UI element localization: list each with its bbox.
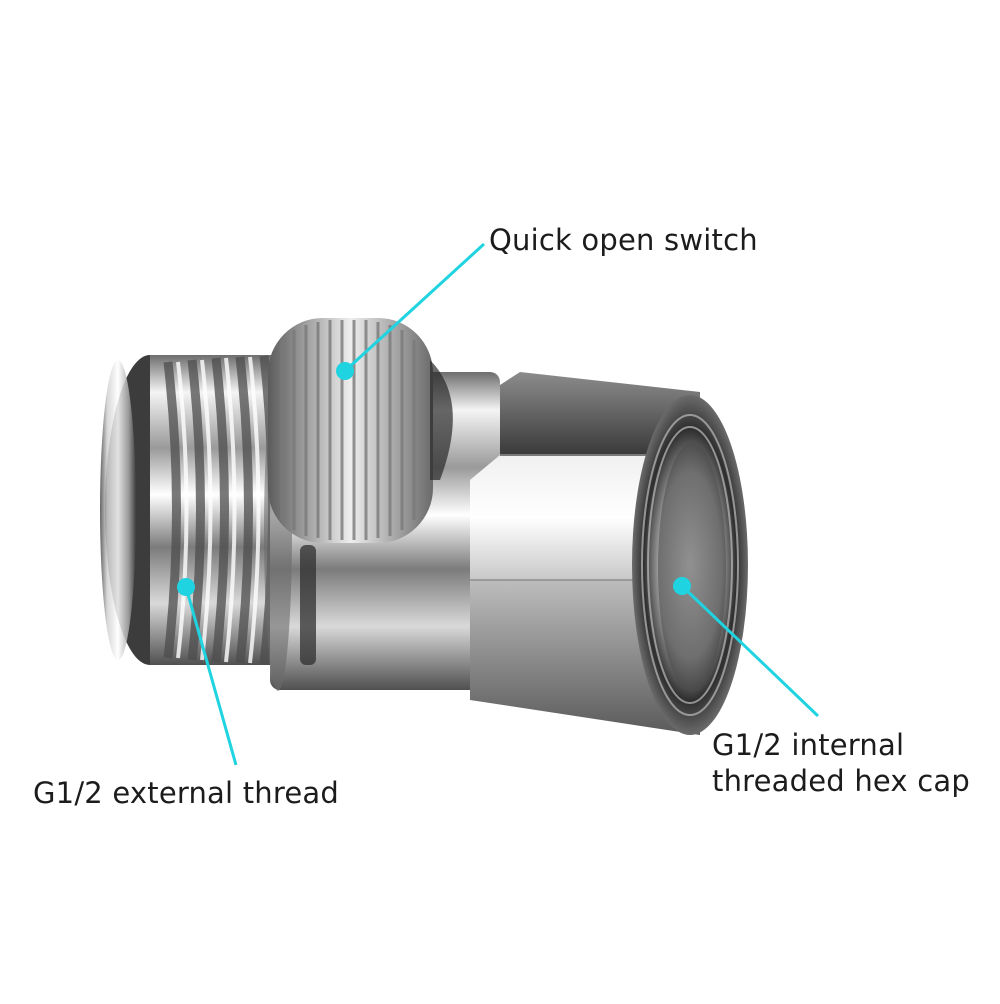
quick-open-switch-knob	[268, 318, 453, 543]
external-thread-body	[100, 355, 280, 665]
internal-hex-cap-label: G1/2 internal threaded hex cap	[712, 728, 970, 798]
callout-external-dot	[177, 578, 195, 596]
hex-cap	[470, 372, 748, 735]
callout-internal-pointer	[673, 577, 820, 718]
callout-switch-pointer	[336, 242, 486, 380]
callout-internal-dot	[673, 577, 691, 595]
callout-switch-dot	[336, 362, 354, 380]
quick-open-switch-label: Quick open switch	[489, 223, 758, 257]
callout-external-pointer	[177, 578, 238, 766]
external-thread-label: G1/2 external thread	[33, 776, 339, 810]
